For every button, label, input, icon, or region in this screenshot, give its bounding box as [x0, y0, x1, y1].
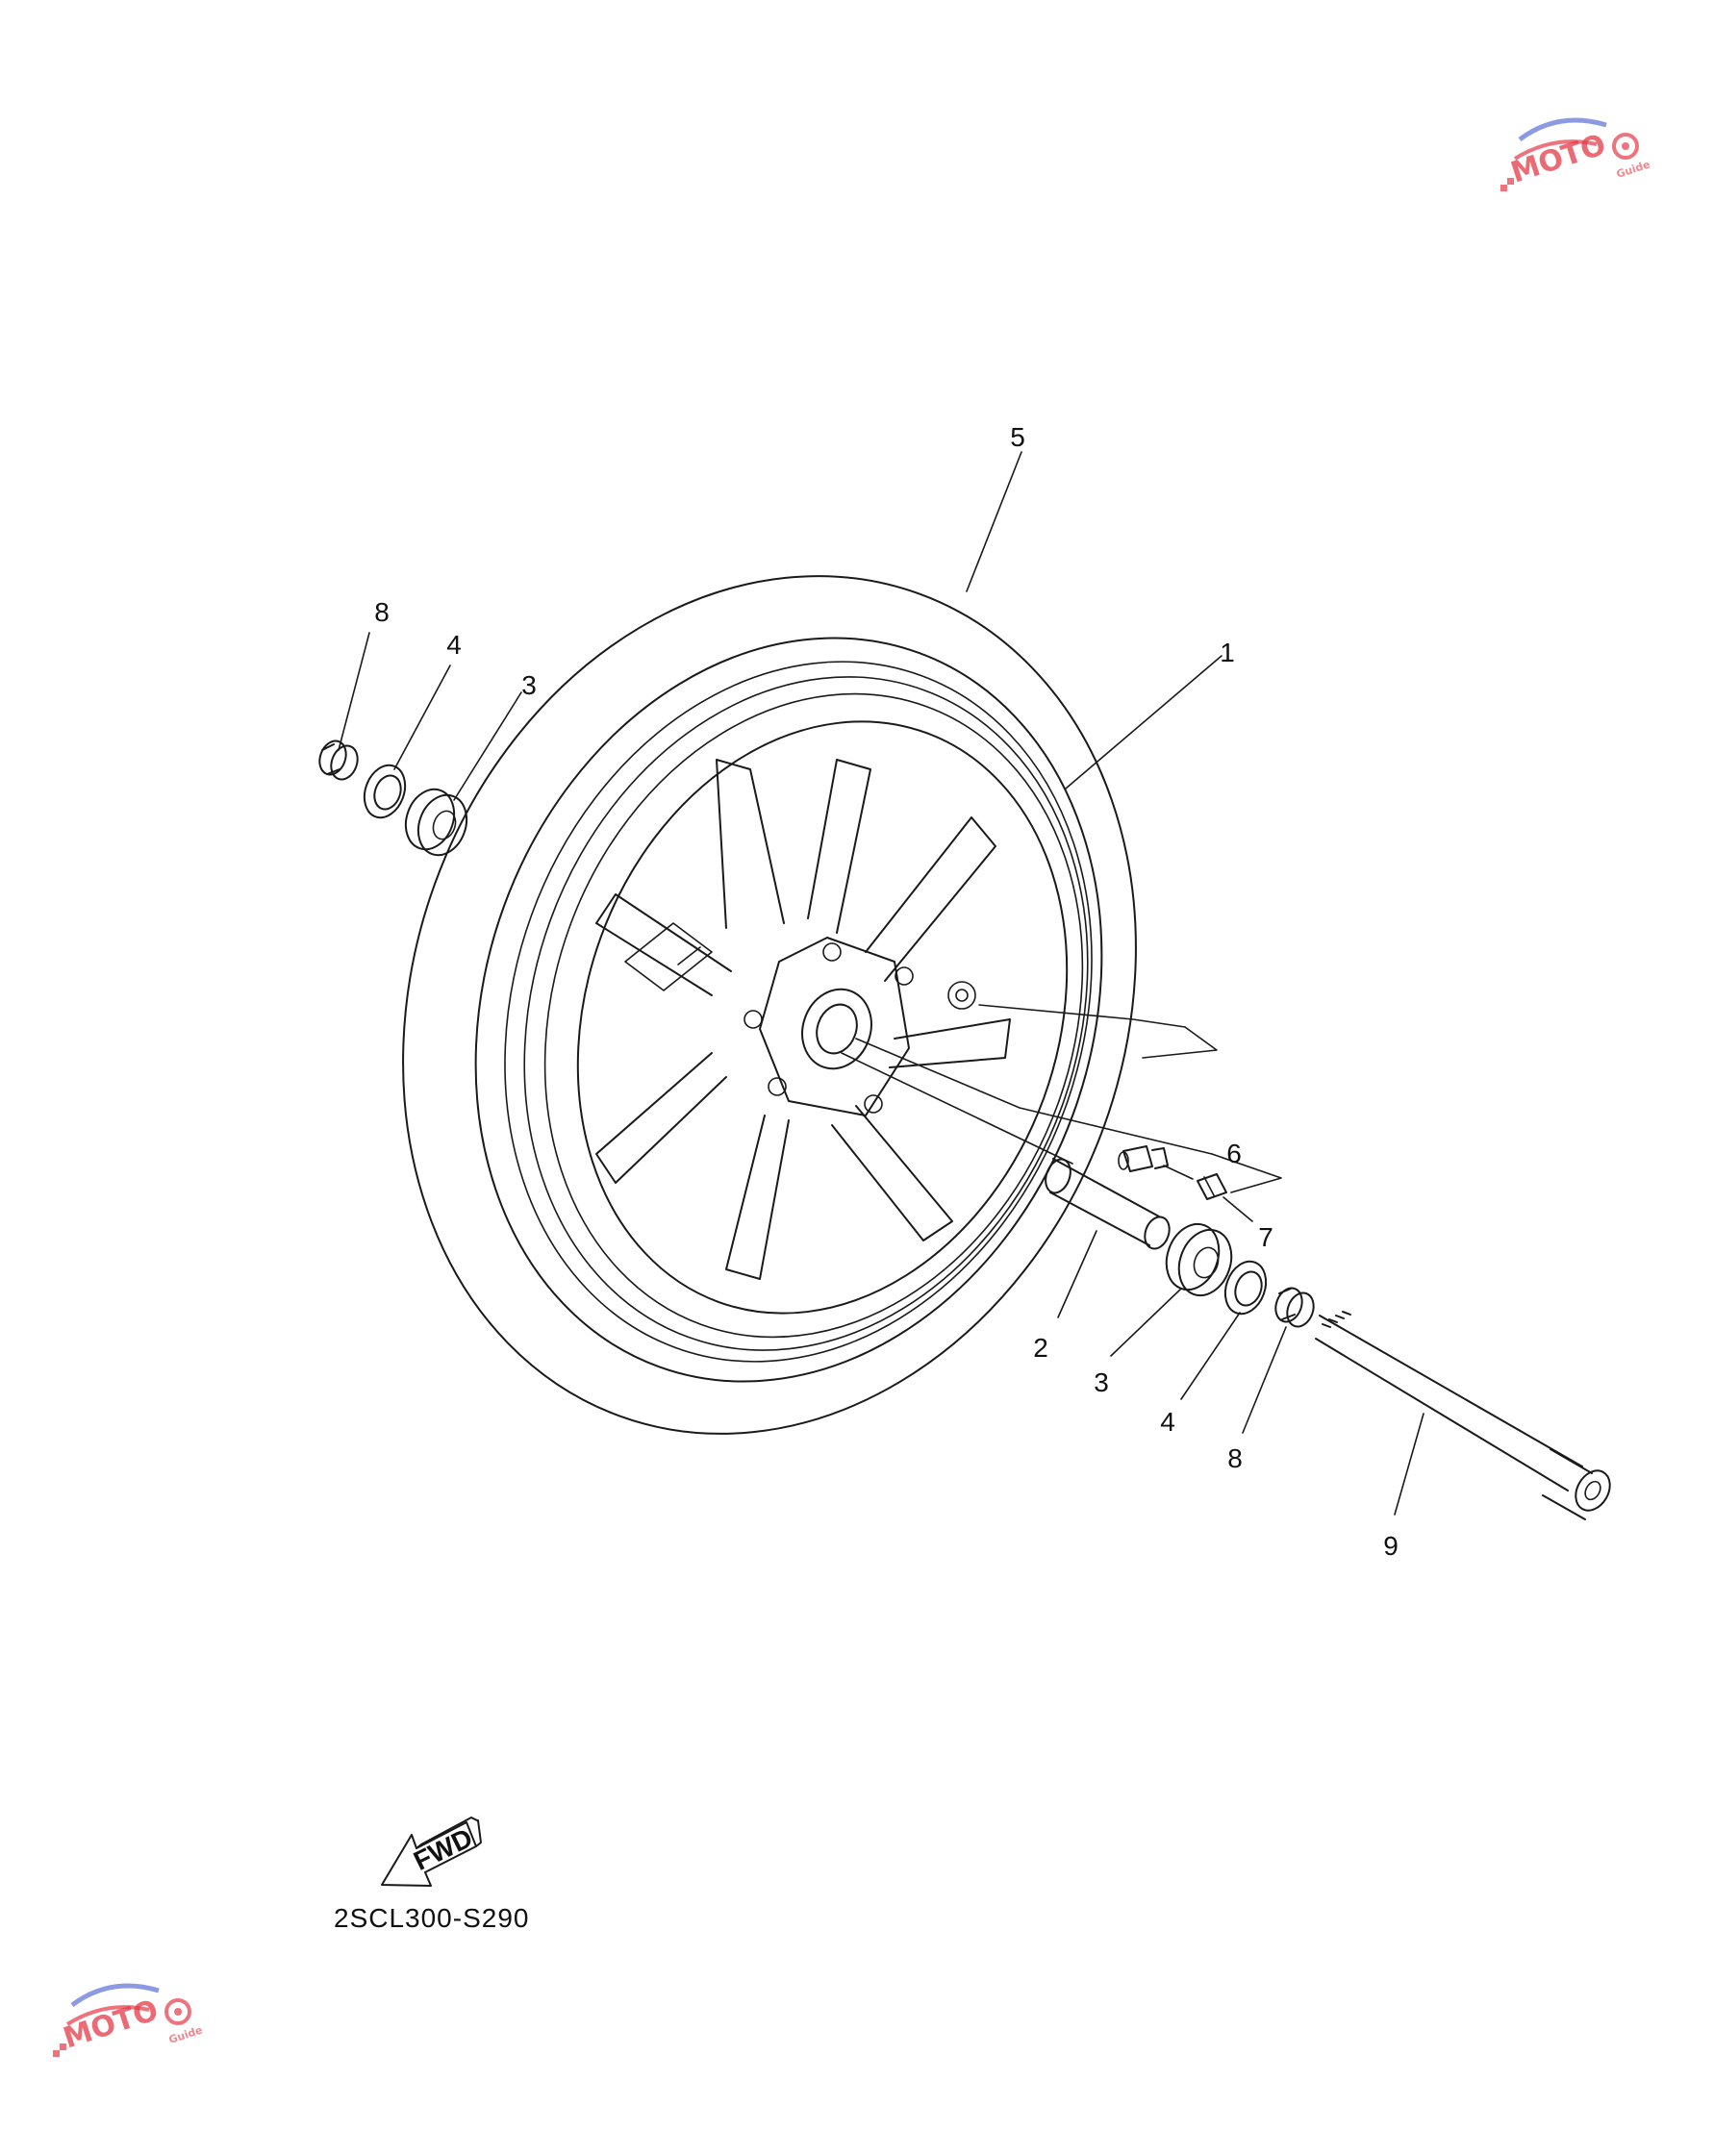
label-6-valve: 6 [1226, 1139, 1242, 1168]
wheel-spokes [595, 759, 1011, 1280]
left-collar-8 [318, 740, 359, 781]
label-2-spacer: 2 [1033, 1333, 1048, 1363]
watermark-sub: Guide [1615, 158, 1651, 180]
label-5-tire: 5 [1010, 422, 1025, 452]
fwd-label: FWD [409, 1822, 477, 1876]
label-3-left: 3 [521, 670, 537, 700]
wheel-hub [744, 937, 976, 1116]
swoosh-icon [1518, 117, 1607, 142]
leader-lines [338, 451, 1424, 1516]
callout-labels: 5 1 8 4 3 6 7 2 3 4 8 9 [374, 422, 1399, 1561]
label-8-left: 8 [374, 597, 390, 627]
right-oil-seal-4 [1223, 1260, 1268, 1316]
label-7-weight: 7 [1258, 1222, 1273, 1252]
balance-weight-7 [1197, 1173, 1227, 1200]
watermark-logo-top: MOTO Guide [1500, 117, 1651, 191]
label-8-right: 8 [1227, 1443, 1243, 1473]
wheel-assembly [402, 575, 1137, 1435]
left-oil-seal-4 [363, 764, 407, 819]
swoosh-icon [70, 1983, 160, 2008]
right-collar-8 [1274, 1287, 1315, 1328]
gear-icon [1612, 133, 1639, 160]
tire [402, 575, 1137, 1435]
watermark-sub: Guide [167, 2023, 204, 2045]
spacer-2 [1045, 1158, 1171, 1250]
watermark-logo-bottom: MOTO Guide [53, 1983, 204, 2057]
label-9-axle: 9 [1383, 1531, 1399, 1561]
rim [504, 661, 1093, 1363]
label-3-right: 3 [1094, 1367, 1109, 1397]
figure-code: 2SCL300-S290 [334, 1903, 529, 1933]
label-4-right: 4 [1160, 1407, 1175, 1437]
valve-6 [1118, 1145, 1169, 1172]
gear-icon [164, 1998, 191, 2025]
label-1-rim: 1 [1220, 638, 1235, 667]
label-4-left: 4 [446, 630, 462, 660]
left-bearing-3 [404, 788, 468, 857]
wheel-axle-9 [1315, 1311, 1611, 1520]
fwd-arrow-icon: FWD [381, 1817, 482, 1887]
